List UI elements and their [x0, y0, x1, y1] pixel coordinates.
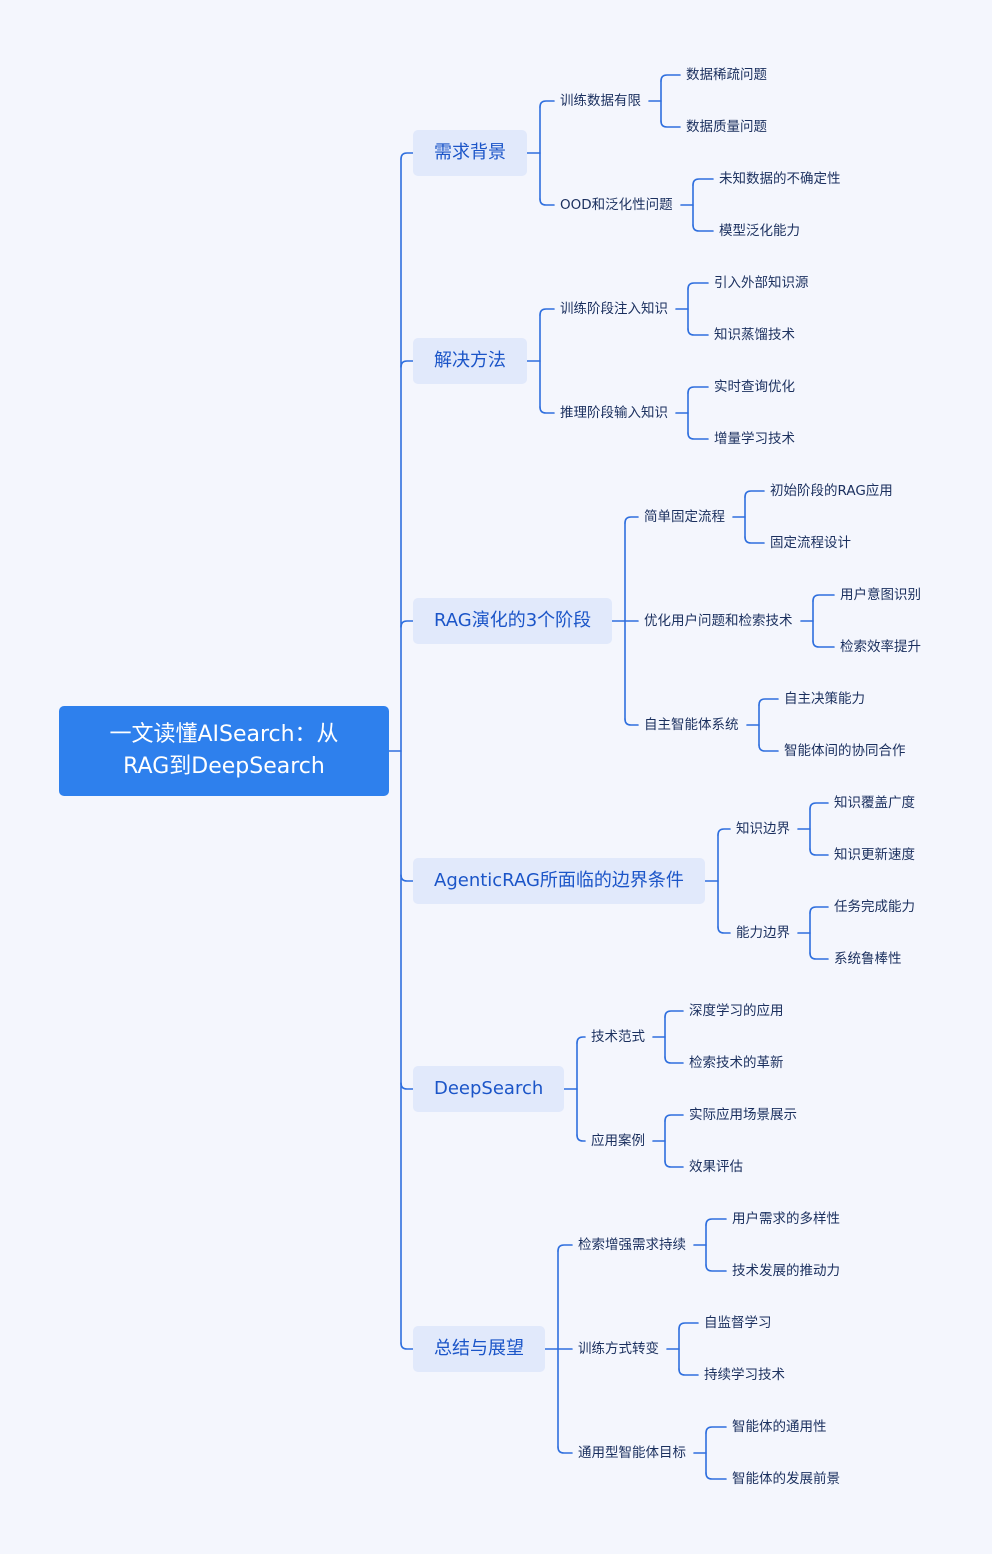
sub-topic[interactable]: 自主智能体系统: [644, 717, 739, 733]
connector-line: [758, 698, 779, 706]
leaf-topic[interactable]: 初始阶段的RAG应用: [770, 483, 893, 499]
sub-topic[interactable]: 能力边界: [736, 925, 790, 941]
leaf-topic[interactable]: 引入外部知识源: [714, 275, 809, 291]
leaf-topic[interactable]: 知识蒸馏技术: [714, 327, 795, 343]
branch-node[interactable]: 解决方法: [413, 338, 527, 384]
connector-line: [400, 152, 414, 160]
connector-line: [678, 1368, 699, 1376]
connector-line: [539, 406, 555, 414]
connector-line: [692, 224, 714, 232]
leaf-topic[interactable]: 智能体的发展前景: [732, 1471, 840, 1487]
connector-line: [717, 828, 731, 836]
connector-line: [812, 594, 835, 602]
connector-line: [687, 432, 709, 440]
leaf-topic[interactable]: 效果评估: [689, 1159, 743, 1175]
sub-topic[interactable]: 训练数据有限: [560, 93, 641, 109]
leaf-topic[interactable]: 知识覆盖广度: [834, 795, 915, 811]
connector-line: [539, 308, 555, 316]
connector-line: [809, 848, 829, 856]
sub-topic[interactable]: 知识边界: [736, 821, 790, 837]
connector-line: [624, 516, 639, 524]
leaf-topic[interactable]: 持续学习技术: [704, 1367, 785, 1383]
connector-line: [705, 1472, 727, 1480]
leaf-topic[interactable]: 自监督学习: [704, 1315, 772, 1331]
connector-line: [624, 718, 639, 726]
connector-line: [705, 1264, 727, 1272]
sub-topic[interactable]: 优化用户问题和检索技术: [644, 613, 793, 629]
connector-line: [678, 1322, 699, 1330]
branch-node[interactable]: 需求背景: [413, 130, 527, 176]
leaf-topic[interactable]: 智能体间的协同合作: [784, 743, 906, 759]
leaf-topic[interactable]: 智能体的通用性: [732, 1419, 827, 1435]
connector-line: [687, 282, 709, 290]
leaf-topic[interactable]: 系统鲁棒性: [834, 951, 902, 967]
connector-line: [660, 74, 681, 82]
leaf-topic[interactable]: 自主决策能力: [784, 691, 865, 707]
connector-line: [687, 328, 709, 336]
sub-topic[interactable]: 应用案例: [591, 1133, 645, 1149]
connector-line: [660, 120, 681, 128]
sub-topic[interactable]: 简单固定流程: [644, 509, 725, 525]
leaf-topic[interactable]: 实时查询优化: [714, 379, 795, 395]
connector-line: [812, 640, 835, 648]
leaf-topic[interactable]: 用户需求的多样性: [732, 1211, 840, 1227]
sub-topic[interactable]: 训练阶段注入知识: [560, 301, 668, 317]
leaf-topic[interactable]: 检索技术的革新: [689, 1055, 784, 1071]
leaf-topic[interactable]: 深度学习的应用: [689, 1003, 784, 1019]
connector-line: [744, 536, 765, 544]
connector-line: [557, 1244, 573, 1252]
branch-node[interactable]: 总结与展望: [413, 1326, 545, 1372]
connector-line: [809, 906, 829, 914]
sub-topic[interactable]: 推理阶段输入知识: [560, 405, 668, 421]
connector-line: [539, 100, 555, 108]
sub-topic[interactable]: 通用型智能体目标: [578, 1445, 686, 1461]
connector-line: [705, 1218, 727, 1226]
connector-line: [809, 802, 829, 810]
root-node[interactable]: 一文读懂AISearch：从 RAG到DeepSearch: [59, 706, 389, 796]
leaf-topic[interactable]: 增量学习技术: [714, 431, 795, 447]
branch-node[interactable]: AgenticRAG所面临的边界条件: [413, 858, 705, 904]
branch-node[interactable]: DeepSearch: [413, 1066, 565, 1112]
connector-line: [400, 874, 414, 882]
leaf-topic[interactable]: 技术发展的推动力: [732, 1263, 840, 1279]
leaf-topic[interactable]: 模型泛化能力: [719, 223, 800, 239]
connector-line: [664, 1010, 684, 1018]
connector-line: [400, 1342, 414, 1350]
connector-line: [400, 620, 414, 628]
connector-line: [664, 1114, 684, 1122]
branch-node[interactable]: RAG演化的3个阶段: [413, 598, 613, 644]
connector-line: [705, 1426, 727, 1434]
sub-topic[interactable]: 技术范式: [591, 1029, 645, 1045]
connector-line: [539, 198, 555, 206]
sub-topic[interactable]: 训练方式转变: [578, 1341, 659, 1357]
connector-line: [664, 1056, 684, 1064]
leaf-topic[interactable]: 任务完成能力: [834, 899, 915, 915]
connector-line: [687, 386, 709, 394]
connector-line: [758, 744, 779, 752]
connector-line: [576, 1036, 586, 1044]
sub-topic[interactable]: OOD和泛化性问题: [560, 197, 673, 213]
connector-line: [557, 1446, 573, 1454]
connector-line: [717, 926, 731, 934]
leaf-topic[interactable]: 实际应用场景展示: [689, 1107, 797, 1123]
connector-line: [576, 1134, 586, 1142]
connector-line: [400, 360, 414, 368]
leaf-topic[interactable]: 固定流程设计: [770, 535, 851, 551]
leaf-topic[interactable]: 用户意图识别: [840, 587, 921, 603]
leaf-topic[interactable]: 未知数据的不确定性: [719, 171, 841, 187]
sub-topic[interactable]: 检索增强需求持续: [578, 1237, 686, 1253]
connector-line: [744, 490, 765, 498]
connector-line: [809, 952, 829, 960]
leaf-topic[interactable]: 知识更新速度: [834, 847, 915, 863]
connector-line: [664, 1160, 684, 1168]
root-title-line-1: 一文读懂AISearch：从: [109, 722, 339, 747]
connector-line: [400, 1082, 414, 1090]
leaf-topic[interactable]: 检索效率提升: [840, 639, 921, 655]
leaf-topic[interactable]: 数据质量问题: [686, 119, 767, 135]
leaf-topic[interactable]: 数据稀疏问题: [686, 67, 767, 83]
connector-line: [692, 178, 714, 186]
root-title-line-2: RAG到DeepSearch: [123, 754, 325, 779]
